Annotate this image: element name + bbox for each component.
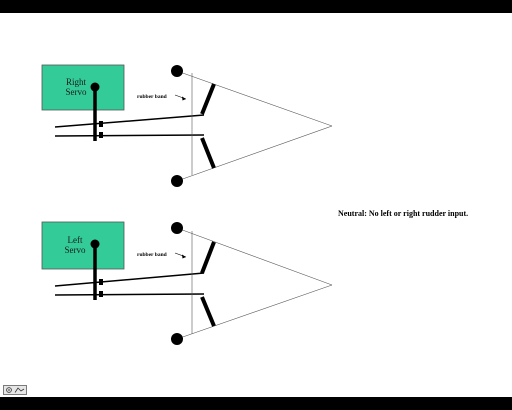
top-assembly: Right Servo rubber ban — [41, 64, 333, 187]
top-rudder-flap-upper — [200, 83, 216, 115]
bottom-rubber-band-label: rubber band — [137, 252, 167, 258]
presentation-nav-widget[interactable] — [3, 385, 27, 395]
top-pivot-lower — [171, 175, 183, 187]
top-rubber-band-label: rubber band — [137, 94, 167, 100]
left-pushrod-upper — [54, 272, 205, 287]
bottom-frame-upper — [176, 227, 333, 286]
top-frame-upper — [176, 70, 333, 127]
top-rubber-band-arrowhead — [182, 96, 186, 101]
left-servo-box — [41, 221, 125, 270]
right-servo-label-line2: Servo — [66, 87, 87, 97]
bottom-frame-lower — [176, 284, 333, 340]
top-pivot-upper — [171, 65, 183, 77]
top-rudder-flap-lower — [200, 137, 216, 169]
right-pushrod-lower — [54, 134, 205, 137]
neutral-caption: Neutral: No left or right rudder input. — [338, 209, 468, 218]
bottom-pivot-upper — [171, 222, 183, 234]
left-servo-label-line1: Left — [68, 235, 83, 245]
presentation-nav-icon — [6, 387, 25, 393]
bottom-assembly: Left Servo rubber band — [41, 221, 333, 345]
right-servo-box — [41, 64, 125, 111]
bottom-pivot-lower — [171, 333, 183, 345]
bottom-rubber-band-arrowhead — [182, 254, 186, 259]
left-pushrod-lower — [54, 293, 205, 296]
bottom-rudder-flap-lower — [200, 296, 216, 327]
bottom-rudder-flap-upper — [200, 241, 216, 274]
right-servo-label-line1: Right — [66, 77, 87, 87]
right-pushrod-upper — [54, 114, 205, 128]
slide: Right Servo rubber ban — [0, 13, 512, 397]
left-servo-label-line2: Servo — [65, 245, 86, 255]
top-frame-lower — [176, 125, 333, 182]
rudder-linkage-diagram: Right Servo rubber ban — [41, 64, 468, 345]
